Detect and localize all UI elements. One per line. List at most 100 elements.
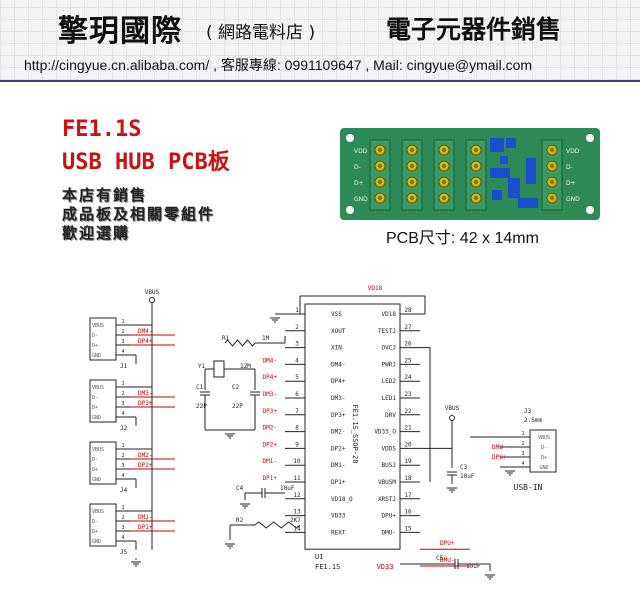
pcb-smd-pad <box>506 138 516 148</box>
pin-name: DM1- <box>331 462 345 469</box>
pin-number: 26 <box>404 341 412 348</box>
pin-name: DMU- <box>382 529 396 536</box>
promo-line: 本店有銷售 <box>62 186 148 204</box>
pcb-pad-hole <box>474 180 478 184</box>
pcb-pad-hole <box>442 164 446 168</box>
pin-number: 22 <box>404 408 412 415</box>
pcb-pad-hole <box>442 148 446 152</box>
connector-pin-label: GND <box>539 465 548 471</box>
pin-name: OVCJ <box>382 345 396 352</box>
connector-pin-label: VBUS <box>92 509 104 515</box>
pin-number: 3 <box>121 525 124 531</box>
pcb-pad-hole <box>378 180 382 184</box>
usb-in-connector <box>529 429 557 473</box>
pcb-pad-hole <box>378 148 382 152</box>
pin-name: VD33 <box>331 513 346 520</box>
pin-number: 5 <box>295 374 299 381</box>
net-label: DMU- <box>440 557 454 564</box>
capacitor-c3 <box>447 471 457 476</box>
pin-name: DP2+ <box>331 445 346 452</box>
ground-symbol <box>225 433 235 439</box>
net-label: VBUS <box>445 405 460 412</box>
pin-number: 4 <box>121 535 124 541</box>
component-ref: C1 <box>196 384 204 391</box>
pcb-pad-hole <box>550 180 554 184</box>
product-title: FE1.1S <box>62 117 142 142</box>
chip-name: FE1.1S <box>315 563 340 571</box>
connector-pin-label: D- <box>92 457 98 463</box>
connector-ref: J5 <box>120 549 128 556</box>
net-label: DM1- <box>138 514 152 521</box>
pin-number: 8 <box>295 425 299 432</box>
pcb-mount-hole <box>346 206 354 214</box>
promo-line: 歡迎選購 <box>62 224 131 242</box>
pin-name: DP4+ <box>331 378 346 385</box>
power-port-symbol <box>449 415 455 421</box>
pcb-pad-hole <box>442 196 446 200</box>
pin-number: 21 <box>404 425 412 432</box>
connector-pin-label: VBUS <box>92 385 104 391</box>
pin-number: 9 <box>295 441 299 448</box>
pcb-smd-pad <box>500 156 508 164</box>
pcb-pad-hole <box>410 164 414 168</box>
ground-symbol <box>225 543 235 549</box>
pin-number: 27 <box>404 324 412 331</box>
pin-number: 2 <box>121 329 124 335</box>
connector-ref: J4 <box>120 487 128 494</box>
pcb-smd-pad <box>526 158 536 184</box>
pcb-pad-hole <box>474 148 478 152</box>
connector-ref: J1 <box>120 363 128 370</box>
chip-ref: U1 <box>315 553 323 561</box>
net-label: DP4+ <box>138 338 153 345</box>
pin-number: 4 <box>521 461 524 467</box>
pin-name: XRSTJ <box>378 496 396 503</box>
pin-name: LED2 <box>382 378 397 385</box>
pcb-pad-hole <box>550 164 554 168</box>
pin-name: DM4- <box>331 361 345 368</box>
pcb-port-footprint <box>541 139 563 211</box>
pin-name: PWRJ <box>382 361 396 368</box>
pin-number: 6 <box>295 391 299 398</box>
connector-pin-label: D- <box>92 333 98 339</box>
shop-name: ( 網路電料店 ) <box>206 23 316 43</box>
schematic-diagram: FE1.1S_SSOP-281VSS2XOUT3XIN4DM4-5DP4+6DM… <box>89 285 557 580</box>
net-label: VD33 <box>377 563 394 571</box>
pin-number: 3 <box>295 341 299 348</box>
pcb-size-label: PCB尺寸: 42 x 14mm <box>386 230 539 247</box>
connector-pin-label: D+ <box>541 455 547 461</box>
pcb-label: D- <box>566 164 573 171</box>
net-label: DP1+ <box>263 475 278 482</box>
banner-background-pattern <box>0 0 640 80</box>
connector-pin-label: D- <box>92 519 98 525</box>
crystal-symbol <box>213 360 225 378</box>
connector-pin-label: GND <box>92 477 101 483</box>
pin-number: 1 <box>521 431 524 437</box>
component-value: 22P <box>232 403 243 410</box>
connector-pin-label: D+ <box>92 467 98 473</box>
pcb-pad-hole <box>410 180 414 184</box>
pin-number: 4 <box>295 357 299 364</box>
pin-number: 20 <box>404 441 412 448</box>
connector-ref: J2 <box>120 425 128 432</box>
pin-number: 4 <box>121 349 124 355</box>
component-value: 1M <box>262 335 270 342</box>
component-ref: C4 <box>236 485 244 492</box>
net-label: DP3+ <box>263 408 278 415</box>
pin-number: 10 <box>293 458 301 465</box>
net-label: DP1+ <box>138 524 153 531</box>
header-banner: 擎玥國際 ( 網路電料店 ) 電子元器件銷售 http://cingyue.cn… <box>0 0 640 82</box>
net-label: DP2+ <box>263 441 278 448</box>
net-label: DP2+ <box>138 462 153 469</box>
pin-number: 12 <box>293 492 301 499</box>
product-subtitle: USB HUB PCB板 <box>62 150 230 175</box>
pin-number: 2 <box>521 441 524 447</box>
pin-name: LED1 <box>382 395 397 402</box>
usb-connector <box>89 379 117 423</box>
contact-line[interactable]: http://cingyue.cn.alibaba.com/ , 客服專線: 0… <box>24 57 533 73</box>
pin-number: 23 <box>404 391 412 398</box>
pcb-pad-hole <box>410 196 414 200</box>
net-label: DP3+ <box>138 400 153 407</box>
pin-number: 4 <box>121 411 124 417</box>
connector-name: USB-IN <box>514 483 543 492</box>
